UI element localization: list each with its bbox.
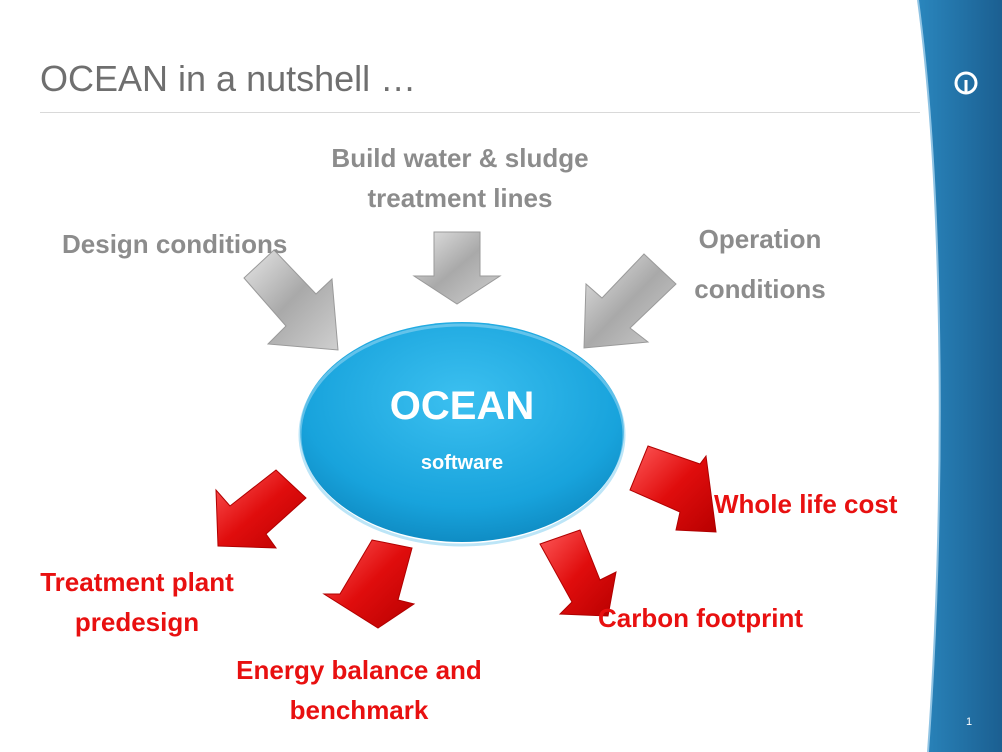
arrow-output-carbon: [539, 529, 617, 617]
arrow-output-predesign: [215, 469, 307, 549]
page-number: 1: [966, 716, 973, 728]
output-label-cost: Whole life cost: [714, 489, 898, 519]
input-label-right-line2: conditions: [694, 274, 826, 304]
arrow-down-input: [412, 231, 502, 305]
input-label-top: Build water & sludge treatment lines: [300, 138, 620, 218]
input-label-top-line2: treatment lines: [367, 183, 553, 213]
output-label-predesign: Treatment plant predesign: [22, 562, 252, 642]
output-label-energy-line2: benchmark: [289, 695, 429, 725]
logo-icon: [954, 71, 978, 95]
title-divider: [40, 112, 920, 113]
output-label-carbon: Carbon footprint: [598, 603, 804, 633]
center-subtitle: software: [420, 452, 504, 474]
ocean-ellipse: [300, 322, 624, 542]
center-title: OCEAN: [389, 384, 535, 428]
input-label-right: Operation conditions: [672, 214, 848, 314]
arrow-output-energy: [322, 539, 416, 629]
output-label-energy: Energy balance and benchmark: [214, 650, 504, 730]
arrow-output-cost: [629, 445, 717, 533]
slide-title: OCEAN in a nutshell …: [40, 58, 417, 99]
arrow-right-input: [583, 253, 677, 349]
output-label-predesign-line2: predesign: [74, 607, 200, 637]
arrow-left-input: [243, 249, 339, 351]
input-label-top-line1: Build water & sludge: [331, 143, 589, 173]
input-label-left: Design conditions: [62, 229, 288, 259]
output-label-energy-line1: Energy balance and: [236, 655, 482, 685]
input-label-right-line1: Operation: [698, 224, 822, 254]
output-label-predesign-line1: Treatment plant: [40, 567, 234, 597]
